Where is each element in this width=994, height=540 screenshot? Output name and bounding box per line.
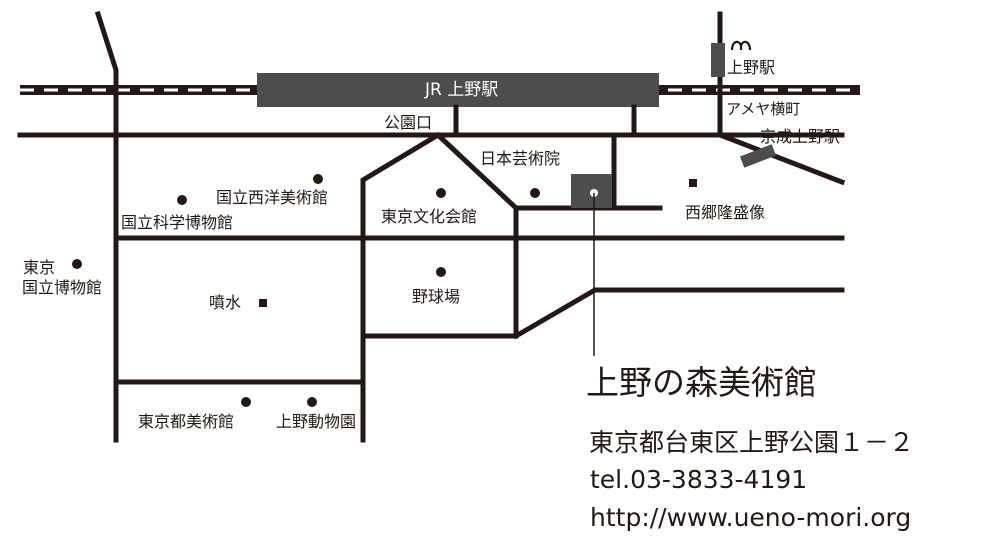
art-academy-dot xyxy=(530,188,540,198)
jr-station-label: JR 上野駅 xyxy=(425,80,499,100)
venue-tel: tel.03-3833-4191 xyxy=(590,465,808,494)
saigo-statue-label: 西郷隆盛像 xyxy=(685,203,766,222)
bunka-kaikan-dot xyxy=(436,188,446,198)
metropolitan-art-museum-label: 東京都美術館 xyxy=(138,412,235,431)
landmark-dots xyxy=(72,174,697,407)
baseball-field-label: 野球場 xyxy=(412,287,461,306)
fountain-marker xyxy=(259,299,267,307)
national-museum-dot xyxy=(72,259,82,269)
road-east-diagonal xyxy=(512,287,845,340)
road-northwest xyxy=(94,10,119,443)
metro-station-box xyxy=(711,43,725,77)
zoo-dot xyxy=(307,397,317,407)
western-art-museum-label: 国立西洋美術館 xyxy=(216,188,329,207)
ameyoko-label: アメヤ横町 xyxy=(726,100,801,118)
zoo-label: 上野動物園 xyxy=(276,412,357,431)
metropolitan-art-museum-dot xyxy=(241,397,251,407)
road-bunka-outline xyxy=(360,131,519,443)
national-museum-label-line1: 東京 xyxy=(23,258,56,277)
bunka-kaikan-label: 東京文化会館 xyxy=(381,207,478,226)
keisei-station-box xyxy=(739,144,777,168)
venue-url[interactable]: http://www.ueno-mori.org xyxy=(590,503,912,532)
koenguchi-label: 公園口 xyxy=(384,113,433,132)
keisei-station-label: 京成上野駅 xyxy=(760,127,841,146)
science-museum-label: 国立科学博物館 xyxy=(121,213,234,232)
venue-address: 東京都台東区上野公園１－２ xyxy=(589,428,915,457)
metro-station-label: 上野駅 xyxy=(727,58,776,77)
baseball-field-dot xyxy=(436,267,446,277)
road-keisei-diagonal xyxy=(716,131,846,186)
art-academy-label: 日本芸術院 xyxy=(480,149,561,168)
jr-station-box xyxy=(257,73,659,107)
venue-name: 上野の森美術館 xyxy=(586,363,817,402)
saigo-statue-marker xyxy=(689,179,697,187)
roads xyxy=(17,10,846,443)
fountain-label: 噴水 xyxy=(209,293,242,312)
national-museum-label-line2: 国立博物館 xyxy=(22,278,103,297)
science-museum-dot xyxy=(177,195,187,205)
western-art-museum-dot xyxy=(313,174,323,184)
metro-icon xyxy=(730,40,752,51)
